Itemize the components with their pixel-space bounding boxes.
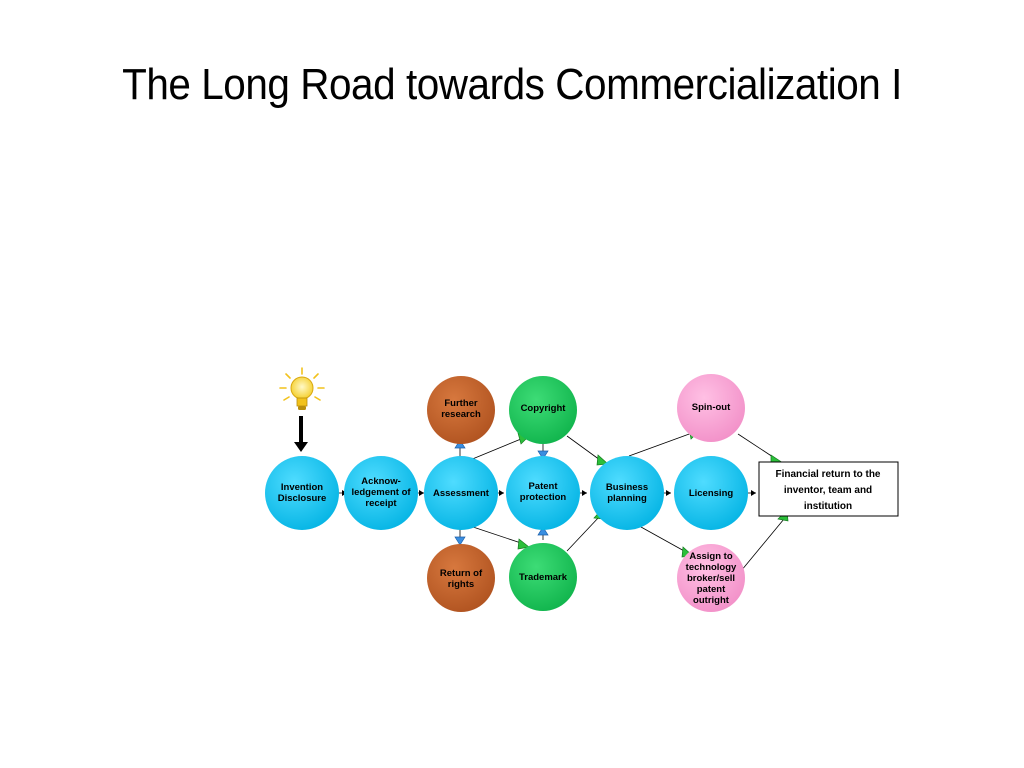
svg-text:ledgement of: ledgement of bbox=[351, 487, 411, 498]
svg-text:Invention: Invention bbox=[281, 482, 323, 493]
result-line-3: institution bbox=[804, 501, 852, 512]
svg-text:Trademark: Trademark bbox=[519, 572, 568, 583]
svg-text:Acknow-: Acknow- bbox=[361, 476, 401, 487]
down-arrow-icon bbox=[294, 416, 308, 452]
node-return-of-rights: Return of rights bbox=[427, 544, 495, 612]
svg-text:receipt: receipt bbox=[365, 498, 397, 509]
svg-text:broker/sell: broker/sell bbox=[687, 573, 735, 584]
node-copyright: Copyright bbox=[509, 376, 577, 444]
svg-text:Assessment: Assessment bbox=[433, 488, 490, 499]
node-trademark: Trademark bbox=[509, 543, 577, 611]
svg-text:rights: rights bbox=[448, 579, 474, 590]
lightbulb-icon bbox=[279, 367, 325, 410]
node-invention-disclosure: Invention Disclosure bbox=[265, 456, 339, 530]
svg-text:Assign to: Assign to bbox=[689, 551, 732, 562]
svg-text:Disclosure: Disclosure bbox=[278, 493, 327, 504]
connector-lines bbox=[336, 432, 785, 572]
svg-text:patent: patent bbox=[697, 584, 726, 595]
svg-text:technology: technology bbox=[686, 562, 737, 573]
svg-text:Patent: Patent bbox=[528, 481, 558, 492]
svg-text:Copyright: Copyright bbox=[521, 403, 567, 414]
svg-text:planning: planning bbox=[607, 493, 647, 504]
svg-text:Further: Further bbox=[444, 398, 478, 409]
node-assign-broker: Assign to technology broker/sell patent … bbox=[677, 544, 745, 612]
svg-text:protection: protection bbox=[520, 492, 567, 503]
node-patent-protection: Patent protection bbox=[506, 456, 580, 530]
svg-text:Return of: Return of bbox=[440, 568, 483, 579]
node-business-planning: Business planning bbox=[590, 456, 664, 530]
slide-title: The Long Road towards Commercialization … bbox=[122, 60, 902, 109]
svg-text:outright: outright bbox=[693, 595, 730, 606]
svg-text:Spin-out: Spin-out bbox=[692, 402, 731, 413]
node-assessment: Assessment bbox=[424, 456, 498, 530]
svg-text:Licensing: Licensing bbox=[689, 488, 734, 499]
result-line-1: Financial return to the bbox=[775, 469, 880, 480]
node-licensing: Licensing bbox=[674, 456, 748, 530]
svg-text:Business: Business bbox=[606, 482, 648, 493]
result-line-2: inventor, team and bbox=[784, 485, 872, 496]
node-spin-out: Spin-out bbox=[677, 374, 745, 442]
node-further-research: Further research bbox=[427, 376, 495, 444]
node-acknowledgement: Acknow- ledgement of receipt bbox=[344, 456, 418, 530]
financial-return-box: Financial return to the inventor, team a… bbox=[758, 461, 899, 517]
svg-text:research: research bbox=[441, 409, 481, 420]
